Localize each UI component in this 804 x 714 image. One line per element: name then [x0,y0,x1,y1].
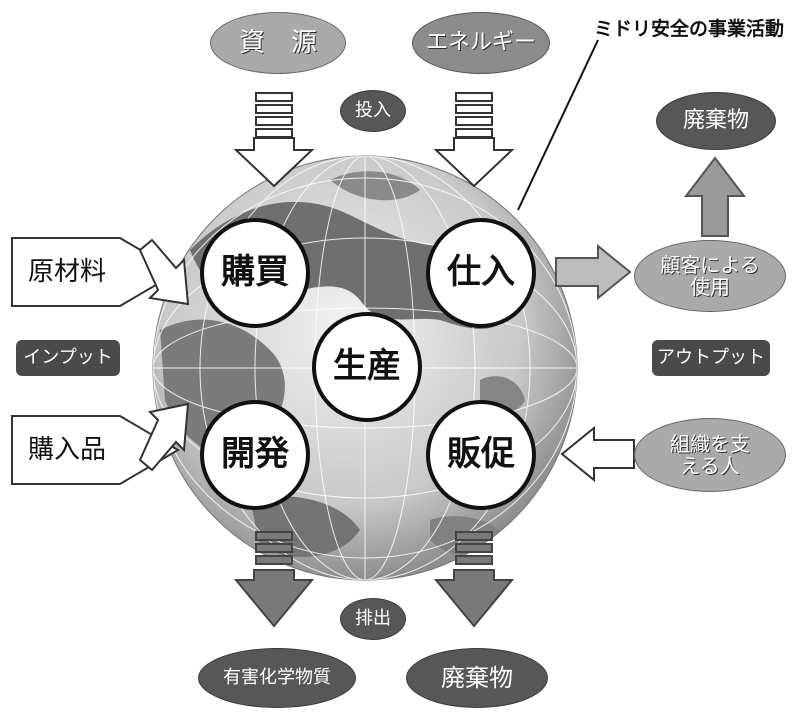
production-circle: 生産 [312,312,422,422]
purchasing-circle: 購買 [200,218,310,328]
activity-label: ミドリ安全の事業活動 [594,17,785,40]
waste-bottom-label: 廃棄物 [406,648,548,708]
injection-label: 投入 [340,90,406,132]
customer-use-arrow [555,243,632,301]
supporting-people-label: 組織を支 える人 [634,418,786,492]
sales-promotion-circle: 販促 [426,400,536,510]
raw-materials-label: 原材料 [27,256,106,287]
energy-input-arrow [433,92,515,188]
hazardous-chemicals-label: 有害化学物質 [198,648,356,708]
input-tag: インプット [16,340,120,376]
hazardous-output-arrow [233,531,315,628]
supporting-people-arrow [560,425,635,483]
customer-use-label: 顧客による 使用 [634,240,786,312]
raw-materials-diagonal-arrow [138,238,190,306]
waste-output-arrow [433,531,515,628]
activity-leader-line [517,39,599,211]
discharge-label: 排出 [340,598,406,640]
output-tag: アウトプット [652,340,770,376]
purchased-parts-diagonal-arrow [138,402,190,472]
development-circle: 開発 [200,400,310,510]
purchased-parts-label: 購入品 [27,434,106,465]
procurement-circle: 仕入 [426,218,536,328]
raw-materials-arrow [11,237,180,307]
resources-input-arrow [233,92,315,188]
energy-label: エネルギー [412,12,550,74]
resources-label: 資 源 [210,12,346,74]
waste-top-label: 廃棄物 [656,92,776,150]
waste-up-arrow [683,156,747,237]
